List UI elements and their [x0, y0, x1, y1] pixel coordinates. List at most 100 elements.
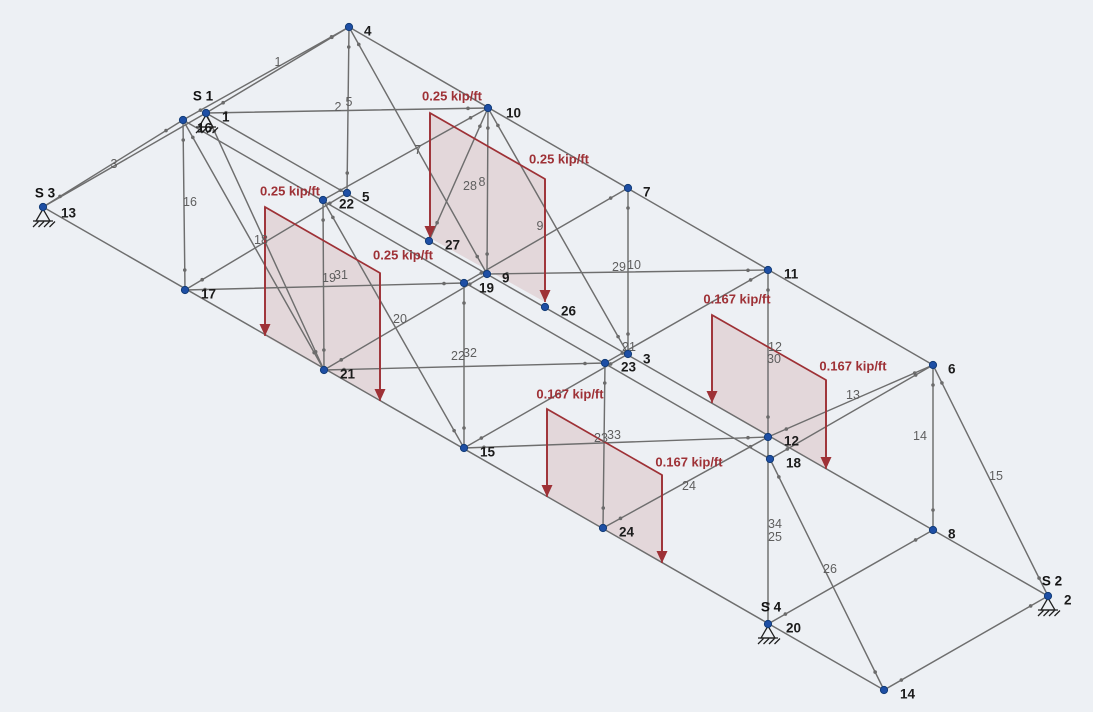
node[interactable]: [623, 183, 633, 193]
member-line[interactable]: [602, 362, 606, 529]
member-line[interactable]: [184, 192, 348, 291]
member-line[interactable]: [182, 119, 325, 371]
member-line[interactable]: [486, 269, 769, 275]
member-line[interactable]: [883, 595, 1049, 691]
member-line[interactable]: [932, 364, 1049, 597]
member-line[interactable]: [463, 187, 629, 284]
node[interactable]: [342, 188, 352, 198]
distributed-load-area[interactable]: [265, 207, 380, 401]
node[interactable]: [600, 358, 610, 368]
load-arrow-icon[interactable]: [259, 324, 271, 336]
pin-support-icon[interactable]: [757, 624, 781, 645]
node[interactable]: [879, 685, 889, 695]
member-line[interactable]: [604, 269, 769, 364]
node[interactable]: [540, 302, 550, 312]
support-name-label: S 1: [193, 89, 214, 104]
node[interactable]: [178, 115, 188, 125]
member-line[interactable]: [463, 436, 769, 449]
member-line[interactable]: [769, 364, 934, 460]
node[interactable]: [763, 619, 773, 629]
member-end-release-dot: [601, 506, 606, 510]
member-line[interactable]: [486, 107, 489, 275]
member-line[interactable]: [487, 107, 629, 355]
load-arrow-icon[interactable]: [820, 457, 832, 469]
node-number-label: 4: [364, 24, 372, 39]
node[interactable]: [1043, 591, 1053, 601]
node-number-label: 26: [561, 304, 577, 319]
member-number-label: 28: [463, 179, 477, 193]
load-arrow-icon[interactable]: [656, 551, 668, 563]
load-value-label: 0.25 kip/ft: [260, 184, 321, 199]
member-line[interactable]: [348, 26, 934, 366]
member-end-release-dot: [626, 332, 630, 336]
distributed-load-area[interactable]: [712, 315, 826, 469]
node[interactable]: [763, 265, 773, 275]
member-end-release-dot: [58, 194, 62, 199]
node[interactable]: [180, 285, 190, 295]
node[interactable]: [318, 195, 328, 205]
node[interactable]: [482, 269, 492, 279]
member-end-release-dot: [345, 171, 350, 175]
member-end-release-dot: [452, 428, 456, 433]
node[interactable]: [483, 103, 493, 113]
node[interactable]: [763, 432, 773, 442]
member-number-label: 30: [767, 352, 781, 366]
node[interactable]: [459, 443, 469, 453]
member-line[interactable]: [322, 107, 489, 201]
member-line[interactable]: [602, 436, 769, 529]
member-line[interactable]: [767, 529, 934, 625]
member-number-label: 20: [393, 312, 407, 326]
member-line[interactable]: [182, 26, 350, 121]
load-arrow-icon[interactable]: [539, 290, 551, 302]
node[interactable]: [623, 349, 633, 359]
load-value-label: 0.25 kip/ft: [422, 89, 483, 104]
member-end-release-dot: [1037, 576, 1041, 580]
pin-support-icon[interactable]: [195, 113, 219, 134]
node[interactable]: [928, 525, 938, 535]
node[interactable]: [38, 202, 48, 212]
member-number-label: 5: [346, 95, 353, 109]
load-arrow-icon[interactable]: [374, 389, 386, 401]
member-line[interactable]: [323, 273, 488, 371]
node[interactable]: [928, 360, 938, 370]
member-line[interactable]: [322, 199, 325, 371]
node[interactable]: [319, 365, 329, 375]
load-arrow-icon[interactable]: [424, 226, 436, 238]
member-line[interactable]: [463, 353, 629, 449]
node[interactable]: [344, 22, 354, 32]
member-line[interactable]: [322, 199, 465, 449]
member-end-release-dot: [322, 348, 326, 352]
member-line[interactable]: [182, 119, 771, 460]
member-line[interactable]: [42, 112, 207, 208]
member-line[interactable]: [348, 26, 488, 275]
node-number-label: 19: [479, 281, 494, 296]
member-line[interactable]: [184, 282, 465, 291]
member-line[interactable]: [42, 119, 184, 208]
node[interactable]: [598, 523, 608, 533]
node-number-label: 9: [502, 271, 510, 286]
member-number-label: 19: [322, 271, 336, 285]
member-number-label: 32: [463, 346, 477, 360]
member-line[interactable]: [205, 26, 350, 114]
node[interactable]: [765, 454, 775, 464]
load-arrow-icon[interactable]: [541, 485, 553, 497]
pin-support-icon[interactable]: [32, 207, 56, 228]
member-line[interactable]: [205, 107, 489, 114]
node[interactable]: [424, 236, 434, 246]
member-line[interactable]: [323, 362, 606, 371]
member-line[interactable]: [182, 119, 186, 291]
member-end-release-dot: [435, 220, 439, 225]
member-end-release-dot: [442, 281, 446, 286]
node[interactable]: [459, 278, 469, 288]
member-end-release-dot: [313, 350, 318, 354]
member-end-release-dot: [899, 678, 904, 682]
member-number-label: 31: [334, 268, 348, 282]
member-line[interactable]: [767, 364, 934, 438]
node[interactable]: [201, 108, 211, 118]
pin-support-icon[interactable]: [1037, 596, 1061, 617]
member-line[interactable]: [428, 107, 489, 242]
load-arrow-icon[interactable]: [706, 391, 718, 403]
distributed-load-area[interactable]: [547, 409, 662, 563]
member-line[interactable]: [769, 458, 885, 691]
